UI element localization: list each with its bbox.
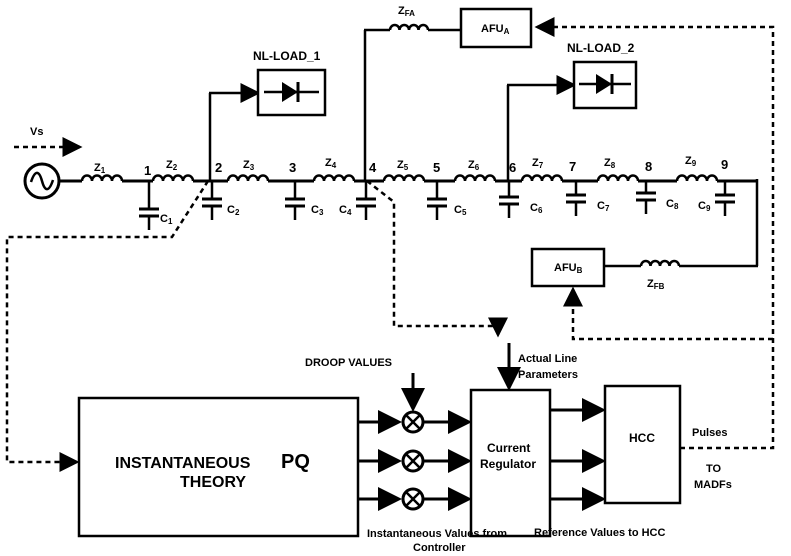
inductor-z-fa xyxy=(388,23,430,31)
dashed-pulses-to-afu-b xyxy=(563,286,773,341)
current-regulator-label-1: Current xyxy=(487,441,530,455)
inductor-icon xyxy=(453,174,497,182)
node-label: 6 xyxy=(509,160,516,175)
multiplier-icon xyxy=(401,410,425,434)
z-label: Z6 xyxy=(468,159,480,172)
z-label: Z7 xyxy=(532,157,544,170)
ac-source xyxy=(23,162,61,200)
madfs-label: MADFs xyxy=(694,479,732,491)
z-fb-label: ZFB xyxy=(647,278,665,291)
inductor-icon xyxy=(675,174,719,182)
z-fa-label: ZFA xyxy=(398,5,415,18)
c-label: C1 xyxy=(160,213,173,226)
afu-b-label: AFUB xyxy=(554,262,583,275)
z-label: Z2 xyxy=(166,159,178,172)
source-label: Vs xyxy=(30,126,43,138)
c-label: C7 xyxy=(597,200,610,213)
inductor-icon xyxy=(382,174,426,182)
pulses-label: Pulses xyxy=(692,427,727,439)
diode-icon xyxy=(264,82,319,102)
droop-values-label: DROOP VALUES xyxy=(305,357,392,369)
instantaneous-values-label: Instantaneous Values from xyxy=(367,528,507,540)
node-label: 3 xyxy=(289,160,296,175)
c-label: C2 xyxy=(227,204,240,217)
node-label: 5 xyxy=(433,160,440,175)
capacitor-icon xyxy=(499,181,519,218)
z-label: Z3 xyxy=(243,159,255,172)
capacitor-icon xyxy=(715,181,735,216)
node-labels: 1 2 3 4 5 6 7 8 9 xyxy=(144,157,728,178)
pq-theory-line2: THEORY xyxy=(180,474,246,491)
dashed-pulses-to-afu-a xyxy=(534,17,775,450)
pq-theory-pq: PQ xyxy=(281,451,310,473)
inductor-icon xyxy=(80,174,124,182)
c-label: C6 xyxy=(530,202,543,215)
nl-load-2-label: NL-LOAD_2 xyxy=(567,41,635,55)
dashed-measurement-to-regulator xyxy=(366,180,508,338)
z-label: Z4 xyxy=(325,157,337,170)
nl-load-1-label: NL-LOAD_1 xyxy=(253,49,321,63)
actual-params-label: Parameters xyxy=(518,369,578,381)
multiplier-icon xyxy=(401,487,425,511)
multiplier-icon xyxy=(401,449,425,473)
diode-icon xyxy=(579,74,631,94)
z-label: Z5 xyxy=(397,159,409,172)
c-label: C9 xyxy=(698,200,711,213)
node-label: 7 xyxy=(569,159,576,174)
z-label: Z1 xyxy=(94,162,106,175)
inductor-icon xyxy=(520,174,564,182)
node-label: 4 xyxy=(369,160,377,175)
impedance-labels: Z1 Z2 Z3 Z4 Z5 Z6 Z7 Z8 Z9 xyxy=(94,155,697,175)
inductor-z-fb xyxy=(639,259,681,267)
capacitor-icon xyxy=(566,181,586,216)
controller-label: Controller xyxy=(413,542,466,554)
current-regulator-box xyxy=(469,388,552,538)
afu-b-box xyxy=(530,247,606,288)
node-label: 1 xyxy=(144,163,151,178)
capacitor-icon xyxy=(356,181,376,220)
current-regulator-label-2: Regulator xyxy=(480,457,536,471)
capacitor-icon xyxy=(139,181,159,230)
c-label: C4 xyxy=(339,204,352,217)
c-label: C8 xyxy=(666,198,679,211)
afu-a-label: AFUA xyxy=(481,23,510,36)
z-label: Z8 xyxy=(604,157,616,170)
pq-theory-line1: INSTANTANEOUS xyxy=(115,455,251,472)
capacitor-icon xyxy=(285,181,305,220)
actual-line-label: Actual Line xyxy=(518,353,577,365)
afu-a-box xyxy=(459,7,533,49)
to-label: TO xyxy=(706,463,722,475)
inductor-icon xyxy=(226,174,270,182)
reference-values-label: Reference Values to HCC xyxy=(534,527,665,539)
capacitor-icon xyxy=(202,181,222,220)
node-label: 9 xyxy=(721,157,728,172)
inductor-icon xyxy=(312,174,356,182)
c-label: C3 xyxy=(311,204,324,217)
node-label: 2 xyxy=(215,160,222,175)
z-label: Z9 xyxy=(685,155,697,168)
hcc-box xyxy=(603,384,682,505)
inductor-icon xyxy=(151,174,195,182)
hcc-label: HCC xyxy=(629,431,655,445)
capacitor-labels: C1 C2 C3 C4 C5 C6 C7 C8 C9 xyxy=(160,198,711,226)
dashed-measurement-to-pq xyxy=(5,180,210,472)
inductor-icon xyxy=(596,174,640,182)
capacitor-icon xyxy=(636,181,656,214)
c-label: C5 xyxy=(454,204,467,217)
node-label: 8 xyxy=(645,159,652,174)
pq-theory-box xyxy=(77,396,360,538)
capacitor-icon xyxy=(427,181,447,220)
